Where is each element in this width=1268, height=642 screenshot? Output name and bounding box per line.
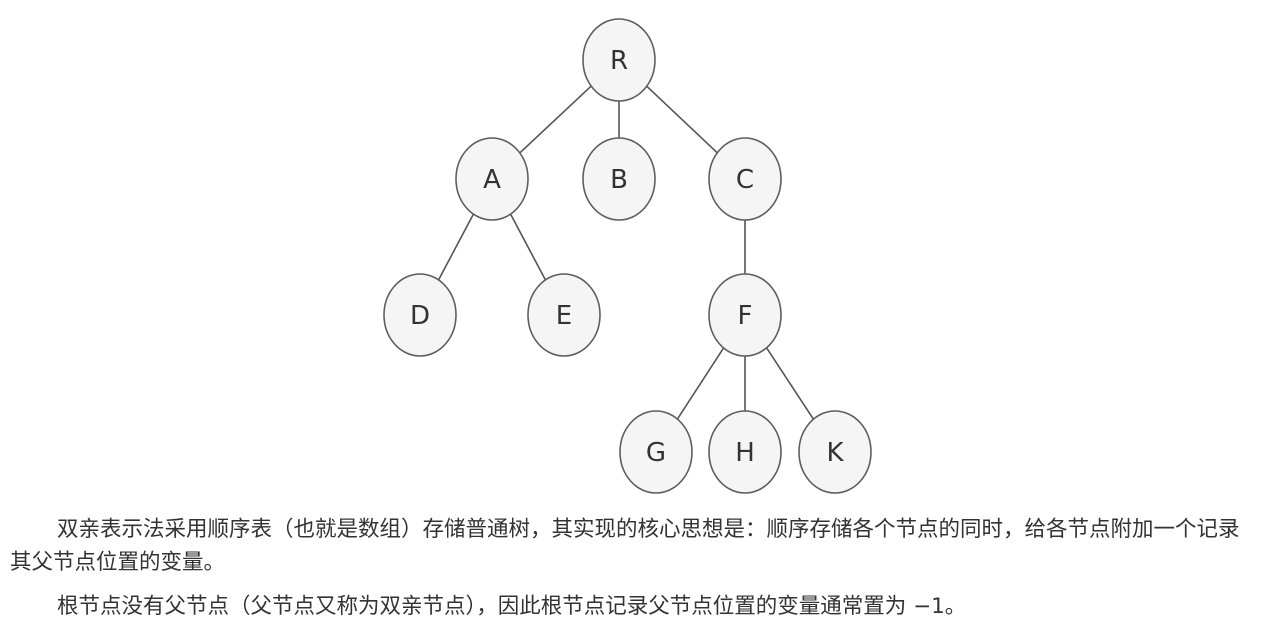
node-label: G [646,438,666,468]
node-circle [708,273,782,357]
node-label: B [610,165,628,195]
node-circle [527,273,601,357]
edge-a-d [437,213,475,281]
nodes-layer: R A B C D E F G H K [383,18,872,494]
node-label: R [610,46,628,76]
edge-a-e [509,213,547,281]
tree-node-k: K [798,410,872,494]
paragraph-root-node: 根节点没有父节点（父节点又称为双亲节点），因此根节点记录父节点位置的变量通常置为… [57,594,967,619]
node-circle [619,410,693,494]
tree-node-c: C [708,137,782,221]
tree-node-g: G [619,410,693,494]
edge-f-k [765,347,815,420]
node-circle [798,410,872,494]
tree-node-e: E [527,273,601,357]
node-label: D [410,301,430,331]
tree-node-h: H [708,410,782,494]
edge-r-a [519,85,592,154]
tree-node-r: R [582,18,656,102]
node-label: F [738,301,753,331]
edges-layer [437,85,815,420]
node-circle [708,137,782,221]
tree-node-b: B [582,137,656,221]
tree-node-f: F [708,273,782,357]
node-circle [455,137,529,221]
tree-diagram: R A B C D E F G H K [383,18,872,494]
node-circle [582,18,656,102]
tree-node-a: A [455,137,529,221]
node-label: C [736,165,754,195]
edge-r-c [646,85,718,154]
node-label: A [483,165,501,195]
edge-f-g [676,347,725,420]
node-circle [708,410,782,494]
node-label: K [826,438,844,468]
node-label: H [735,438,755,468]
paragraph-parent-representation: 双亲表示法采用顺序表（也就是数组）存储普通树，其实现的核心思想是：顺序存储各个节… [10,517,1240,575]
tree-node-d: D [383,273,457,357]
node-label: E [556,301,572,331]
node-circle [582,137,656,221]
node-circle [383,273,457,357]
